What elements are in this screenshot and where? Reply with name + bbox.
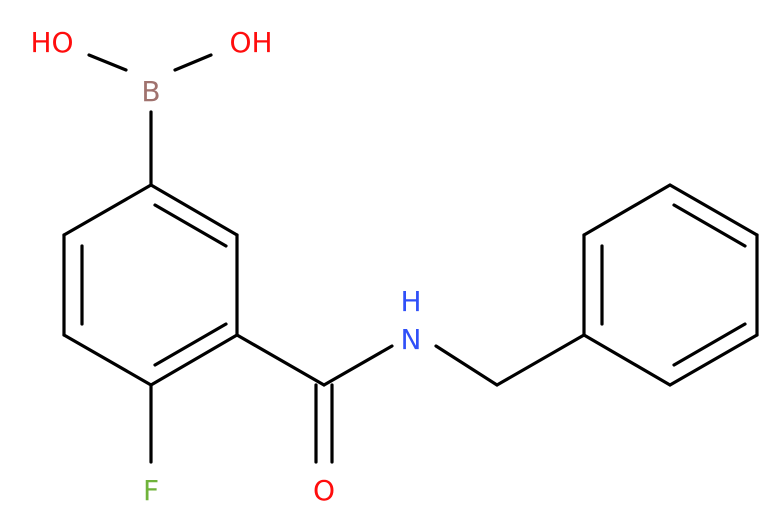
bond-carbonyl-n bbox=[322, 344, 394, 387]
ring1-bond-c6-c1 bbox=[62, 183, 153, 237]
ring1-bond-c3-c4-inner bbox=[153, 322, 228, 367]
bond-b-o-right bbox=[173, 53, 213, 72]
bonds bbox=[62, 53, 759, 464]
atom-label-nitrogen-h: H bbox=[400, 285, 421, 318]
atom-label-boron: B bbox=[141, 75, 160, 108]
atom-label-carbonyl-oxygen: O bbox=[313, 474, 335, 507]
ring1-bond-c4-c5 bbox=[62, 333, 153, 387]
ring2-bond-3-inner bbox=[672, 203, 747, 248]
ring2-bond-2 bbox=[582, 183, 672, 237]
ring1-bond-c3-c4 bbox=[149, 333, 239, 387]
bond-n-ch2 bbox=[434, 344, 499, 387]
ring2-bond-5-inner bbox=[672, 322, 747, 367]
bond-c3-carbonyl bbox=[235, 333, 326, 387]
atom-label-ho-left: HO bbox=[30, 26, 73, 59]
ring2-bond-6 bbox=[582, 333, 672, 387]
ring2-bond-3 bbox=[668, 183, 759, 237]
atom-label-fluorine: F bbox=[143, 474, 159, 507]
ring1-bond-c2-c2-inner bbox=[153, 203, 228, 248]
bond-b-o-left bbox=[87, 53, 128, 72]
atom-label-oh-right: OH bbox=[229, 26, 272, 59]
bond-ch2-phenyl bbox=[495, 333, 586, 387]
ring2-bond-5 bbox=[668, 333, 759, 387]
atom-label-nitrogen: N bbox=[401, 323, 422, 356]
atom-labels: HO OH B H N O F bbox=[30, 26, 421, 507]
ring1-bond-c1-c2 bbox=[149, 183, 239, 237]
